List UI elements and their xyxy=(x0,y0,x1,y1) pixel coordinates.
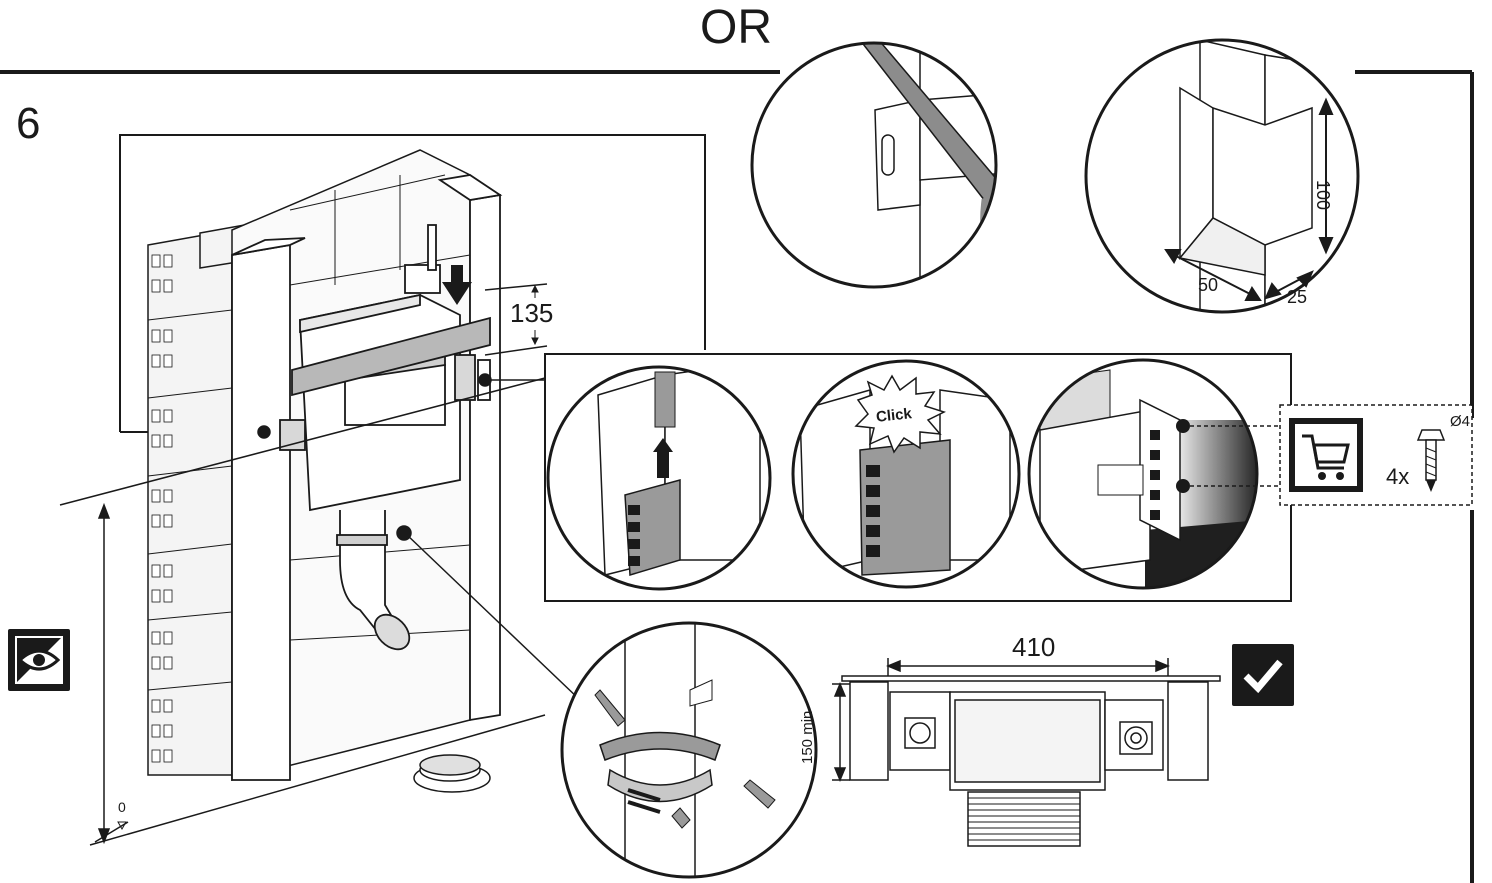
detail-circle-click xyxy=(791,359,1021,589)
dimension-label-50: 50 xyxy=(1198,275,1219,295)
detail-circle-slide-up xyxy=(546,365,772,591)
drain-ring xyxy=(413,754,491,793)
detail-circle-saw xyxy=(750,41,998,289)
height-dimension xyxy=(94,502,129,845)
step-number: 6 xyxy=(16,99,41,148)
screw-icon xyxy=(1416,429,1446,492)
cistern-module xyxy=(279,224,491,651)
detail-circle-notch xyxy=(1084,38,1360,314)
notch-dimension-arrows xyxy=(1164,97,1334,301)
check-icon xyxy=(1232,644,1294,706)
or-label: OR xyxy=(700,1,772,54)
dimension-label-410: 410 xyxy=(1012,632,1056,662)
dimension-label-100: 100 xyxy=(1313,180,1333,211)
screw-count-label: 4x xyxy=(1386,464,1410,489)
accessory-callout xyxy=(1190,404,1473,506)
floor-lines xyxy=(59,283,548,846)
shopping-cart-icon xyxy=(1289,418,1363,492)
dimension-label-150-min: 150 min xyxy=(799,710,816,764)
click-burst xyxy=(854,374,946,454)
screw-diameter-label: Ø4 xyxy=(1450,413,1471,430)
width-dimension xyxy=(886,658,1170,676)
arrow-up-icon xyxy=(653,438,673,478)
dimension-label-25: 25 xyxy=(1287,287,1308,307)
depth-dimension xyxy=(832,682,850,782)
floor-level-label: 0 xyxy=(118,799,126,815)
eye-icon xyxy=(8,629,70,691)
section-frame xyxy=(0,70,1474,883)
arrow-down-icon xyxy=(442,265,472,305)
top-view-plan xyxy=(841,675,1221,847)
dimension-label-135: 135 xyxy=(510,298,554,328)
dimension-135-marks xyxy=(531,284,539,346)
callout-leaders xyxy=(257,373,581,701)
detail-circle-pipe-clamp xyxy=(560,621,818,879)
click-label: Click xyxy=(875,405,913,426)
